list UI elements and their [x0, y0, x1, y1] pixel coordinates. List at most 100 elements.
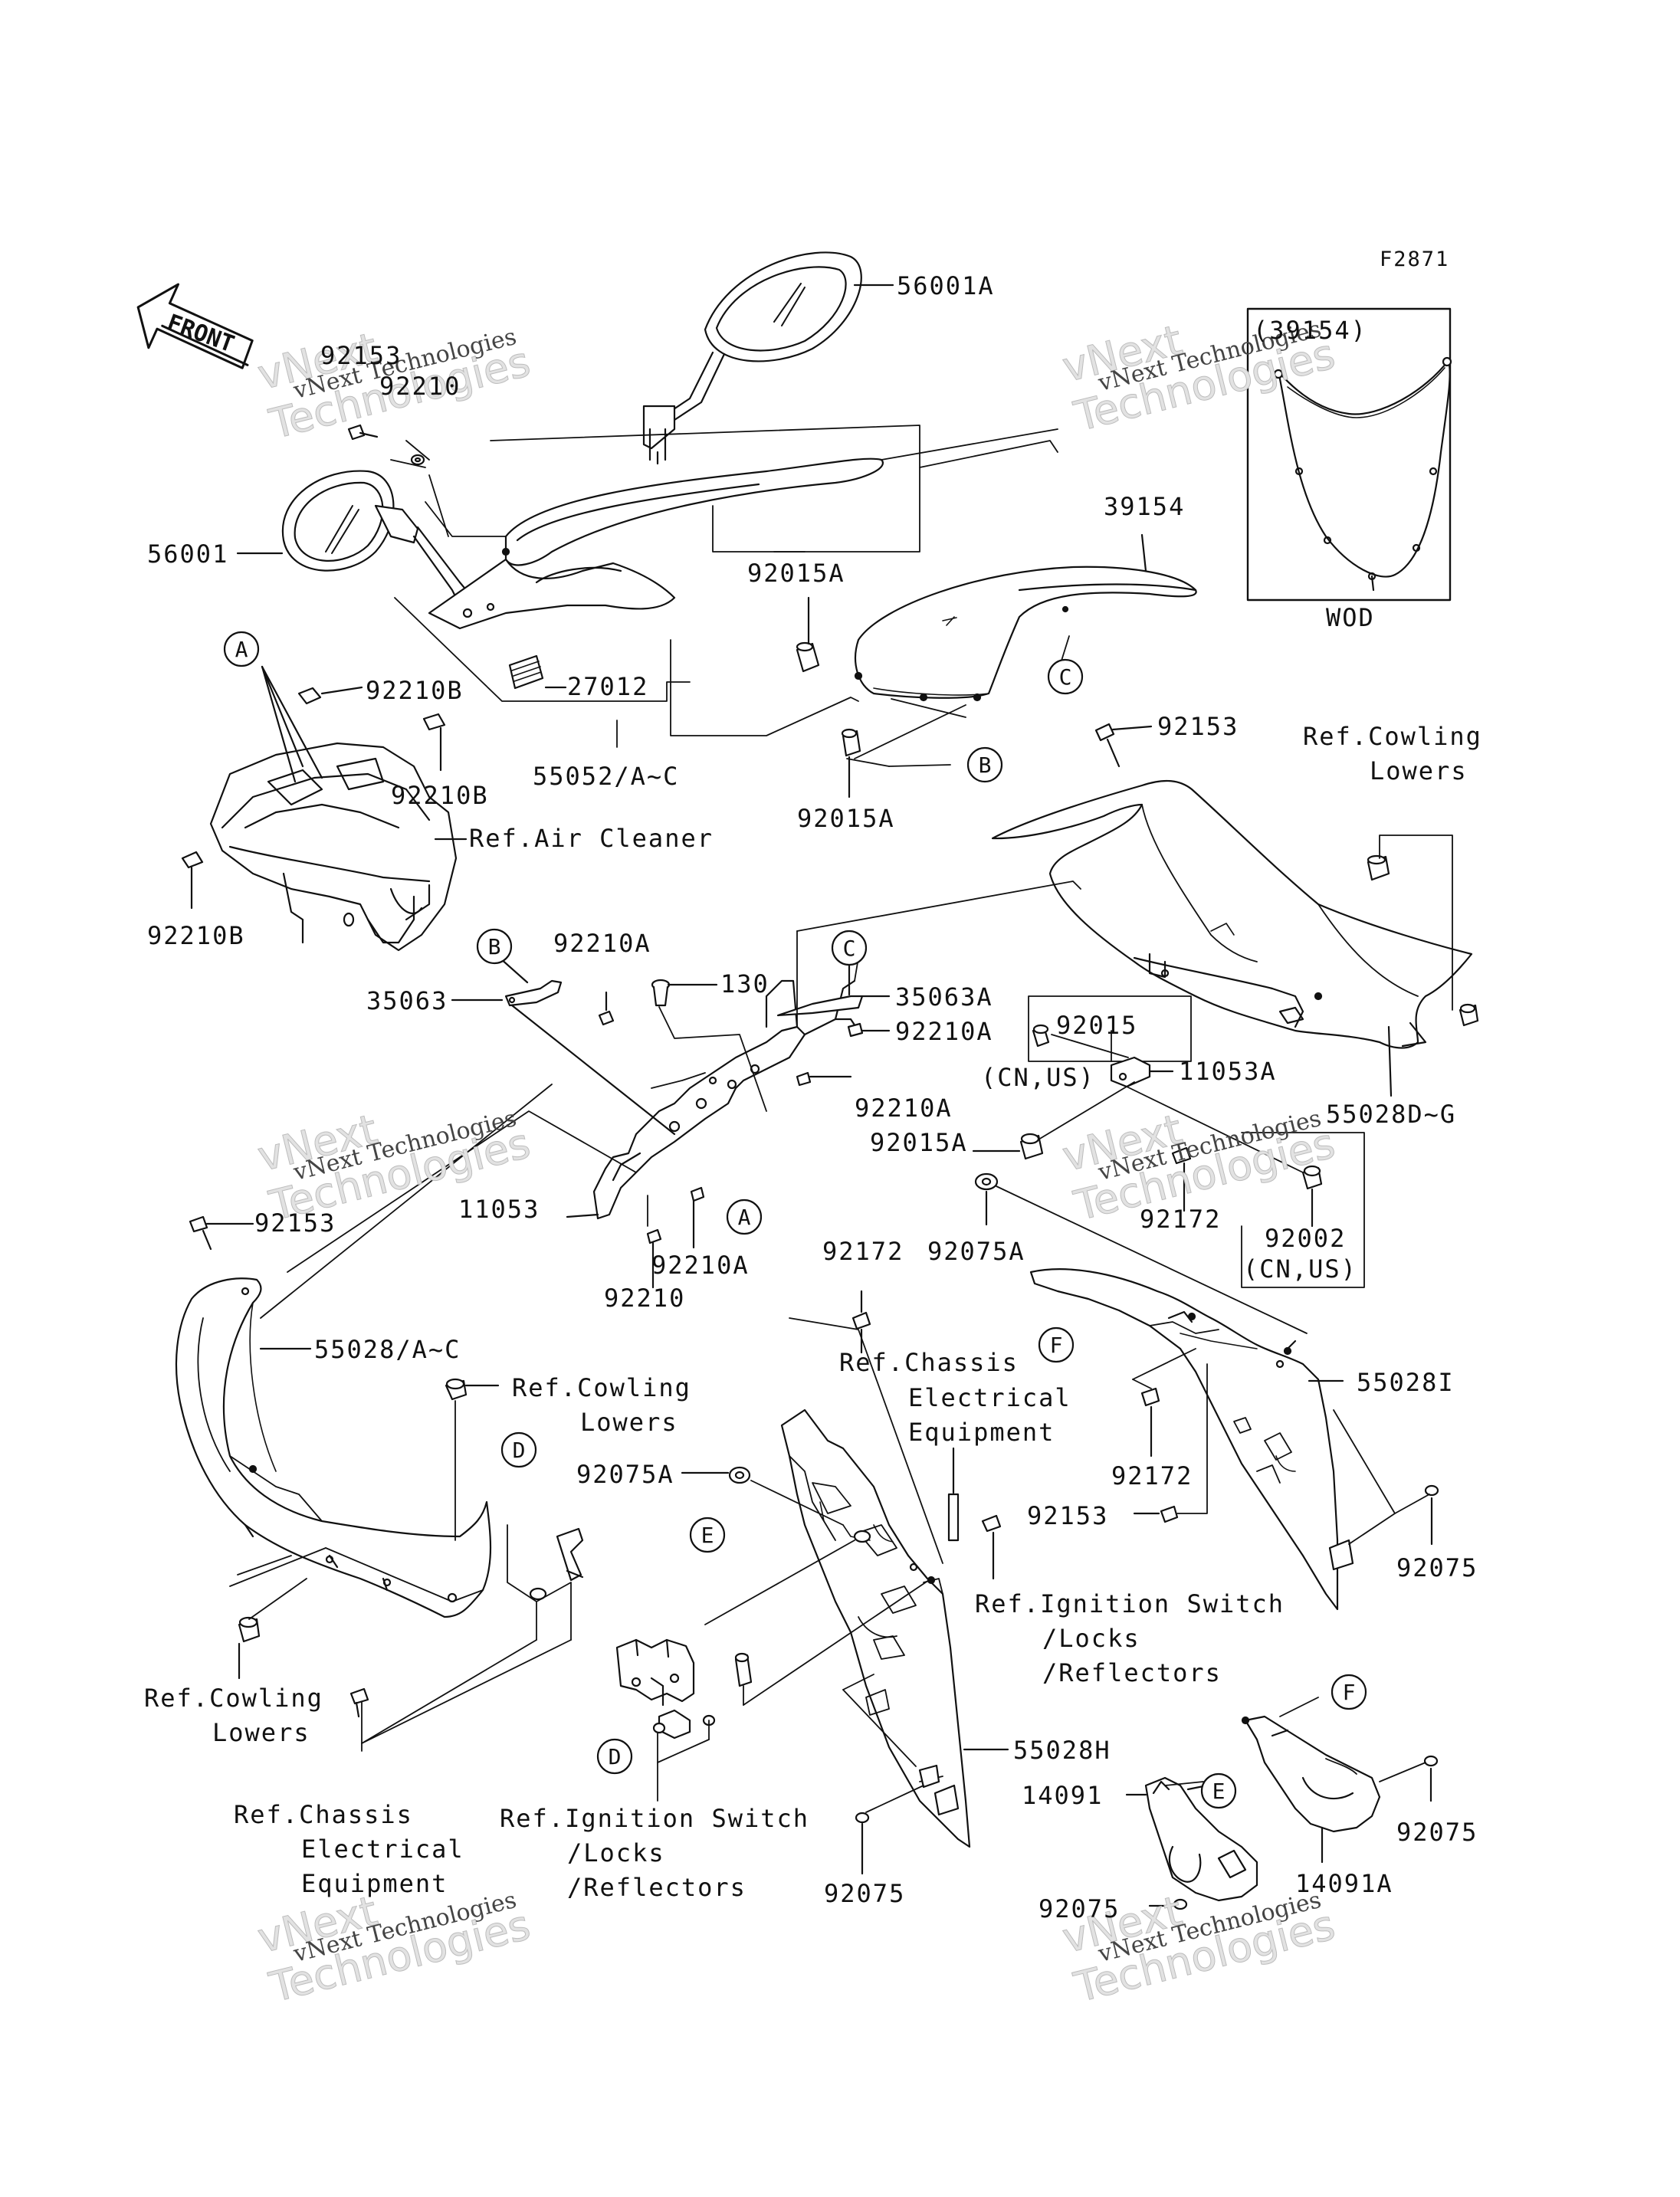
callout-circle-C2: C: [831, 930, 868, 966]
part-label-55028AC: 55028/A~C: [314, 1335, 461, 1364]
part-label-27012: 27012: [567, 672, 649, 701]
grommet-92075-bottom-mid: [842, 1674, 940, 1875]
part-label-92210B-3: 92210B: [147, 921, 245, 950]
svg-text:B: B: [979, 753, 992, 778]
part-label-92153-top: 92153: [320, 341, 402, 370]
grommet-92015A-1: [796, 596, 820, 673]
ref-cowling-lowers-m-line2: Lowers: [580, 1408, 678, 1437]
ref-chassis-b-line1: Ref.Chassis: [234, 1800, 413, 1829]
part-label-92172-1: 92172: [1140, 1205, 1222, 1234]
mirror-56001A: [642, 251, 894, 465]
grommet-cowling-lowers-r: [1367, 835, 1479, 1027]
grommet-cowling-lowers-l: [238, 1578, 307, 1680]
ref-ignition-r-line1: Ref.Ignition Switch: [975, 1589, 1285, 1618]
callout-circle-B2: B: [476, 928, 513, 965]
stay-35063A: [776, 880, 1081, 1028]
part-label-92002: 92002: [1265, 1224, 1347, 1253]
part-label-92210B-1: 92210B: [366, 676, 464, 705]
callout-circle-A2: A: [726, 1199, 763, 1235]
ref-chassis-line3: Equipment: [908, 1418, 1055, 1447]
part-label-39154-box: (39154): [1253, 316, 1367, 345]
svg-text:A: A: [235, 637, 248, 662]
panel-14091A: [1241, 1697, 1381, 1864]
svg-text:C: C: [843, 936, 856, 961]
svg-text:D: D: [513, 1438, 526, 1463]
front-arrow-icon: FRONT: [136, 283, 254, 369]
ref-chassis-b-line3: Equipment: [301, 1869, 448, 1898]
callout-circle-D2: D: [596, 1738, 633, 1775]
ref-ignition-b-line3: /Reflectors: [567, 1873, 746, 1902]
part-label-92015A-3: 92015A: [870, 1128, 968, 1157]
part-label-92075A-1: 92075A: [927, 1237, 1025, 1266]
grommet-cowling-lowers-m: [445, 1378, 500, 1541]
part-label-35063A: 35063A: [895, 982, 993, 1012]
cn-us-label-2: (CN,US): [1243, 1254, 1357, 1284]
ref-chassis-b-line2: Electrical: [301, 1835, 464, 1864]
part-label-92075-4: 92075: [1396, 1818, 1478, 1847]
fastener-92153-top: [347, 424, 379, 441]
part-label-92210A-1: 92210A: [553, 929, 651, 958]
callout-circle-E1: E: [689, 1517, 726, 1553]
part-label-92210A-2: 92210A: [895, 1017, 993, 1046]
svg-text:E: E: [1212, 1779, 1226, 1804]
part-label-56001: 56001: [147, 539, 229, 569]
callout-circle-A1: A: [223, 631, 260, 667]
leader-lines-55052: [390, 425, 1058, 748]
windshield-39154: [854, 533, 1197, 702]
part-label-92075-2: 92075: [824, 1879, 906, 1908]
wod-label: WOD: [1326, 603, 1375, 632]
part-label-92210-top: 92210: [379, 372, 461, 401]
ref-chassis-line1: Ref.Chassis: [839, 1348, 1019, 1377]
part-label-92015A-1: 92015A: [747, 559, 845, 588]
ref-cowling-lowers-l-line1: Ref.Cowling: [144, 1684, 323, 1713]
part-label-130: 130: [720, 969, 769, 998]
svg-text:E: E: [701, 1523, 714, 1548]
screw-ignition-r: [981, 1514, 1002, 1580]
part-label-92210A-3: 92210A: [855, 1094, 953, 1123]
grommet-92075-rr: [1379, 1755, 1439, 1802]
inner-cowl-55028I: [1029, 1268, 1354, 1611]
ref-ignition-r-line3: /Reflectors: [1042, 1658, 1222, 1687]
callout-circle-F1: F: [1038, 1326, 1075, 1363]
side-cowl-55028AC: [175, 1084, 553, 1618]
inner-panel-55052: [428, 457, 884, 630]
bracket-11053A: [1034, 1056, 1304, 1173]
ref-cowling-lowers-l-line2: Lowers: [212, 1718, 310, 1747]
part-label-14091A: 14091A: [1295, 1869, 1393, 1898]
svg-text:D: D: [609, 1744, 622, 1769]
grommet-92075A-1: [974, 1172, 1308, 1334]
upper-cowl-55028DG: [991, 779, 1473, 1097]
screw-chassis-left: [349, 1687, 369, 1718]
part-label-92210A-4: 92210A: [651, 1251, 750, 1280]
callout-circle-E2: E: [1200, 1772, 1237, 1809]
mirror-56001: [236, 470, 473, 607]
callout-circle-D1: D: [500, 1431, 537, 1468]
screw-92172-m: [789, 1290, 943, 1564]
panel-14091: [1125, 1776, 1258, 1910]
ref-ignition-b-line2: /Locks: [567, 1838, 665, 1867]
clip-92210B-3: [181, 851, 204, 910]
ref-air-cleaner-label: Ref.Air Cleaner: [469, 824, 714, 853]
grommet-92075A-2: [681, 1466, 844, 1526]
callout-circle-C1: C: [1047, 658, 1084, 695]
callout-circle-B1: B: [966, 746, 1003, 783]
ref-chassis-line2: Electrical: [908, 1383, 1071, 1412]
bolt-130: [651, 979, 767, 1112]
screw-92153-b: [1133, 1363, 1208, 1523]
callout-circle-F2: F: [1331, 1674, 1367, 1710]
svg-text:F: F: [1050, 1333, 1063, 1358]
part-label-39154: 39154: [1104, 492, 1186, 521]
grommet-92015A-2: [841, 728, 861, 798]
ref-cowling-lowers-r-line2: Lowers: [1370, 756, 1468, 785]
part-label-92210B-2: 92210B: [391, 781, 489, 810]
screw-92172-r: [1171, 1146, 1192, 1212]
part-label-56001A: 56001A: [897, 271, 995, 300]
clip-92210B-1: [297, 686, 363, 705]
stay-35063: [451, 956, 676, 1136]
part-label-35063: 35063: [366, 986, 448, 1015]
ref-cowling-lowers-m-line1: Ref.Cowling: [512, 1373, 691, 1402]
ref-ignition-r-line2: /Locks: [1042, 1624, 1140, 1653]
washer-92210-top: [410, 454, 425, 466]
grommet-92015: [1028, 995, 1192, 1062]
